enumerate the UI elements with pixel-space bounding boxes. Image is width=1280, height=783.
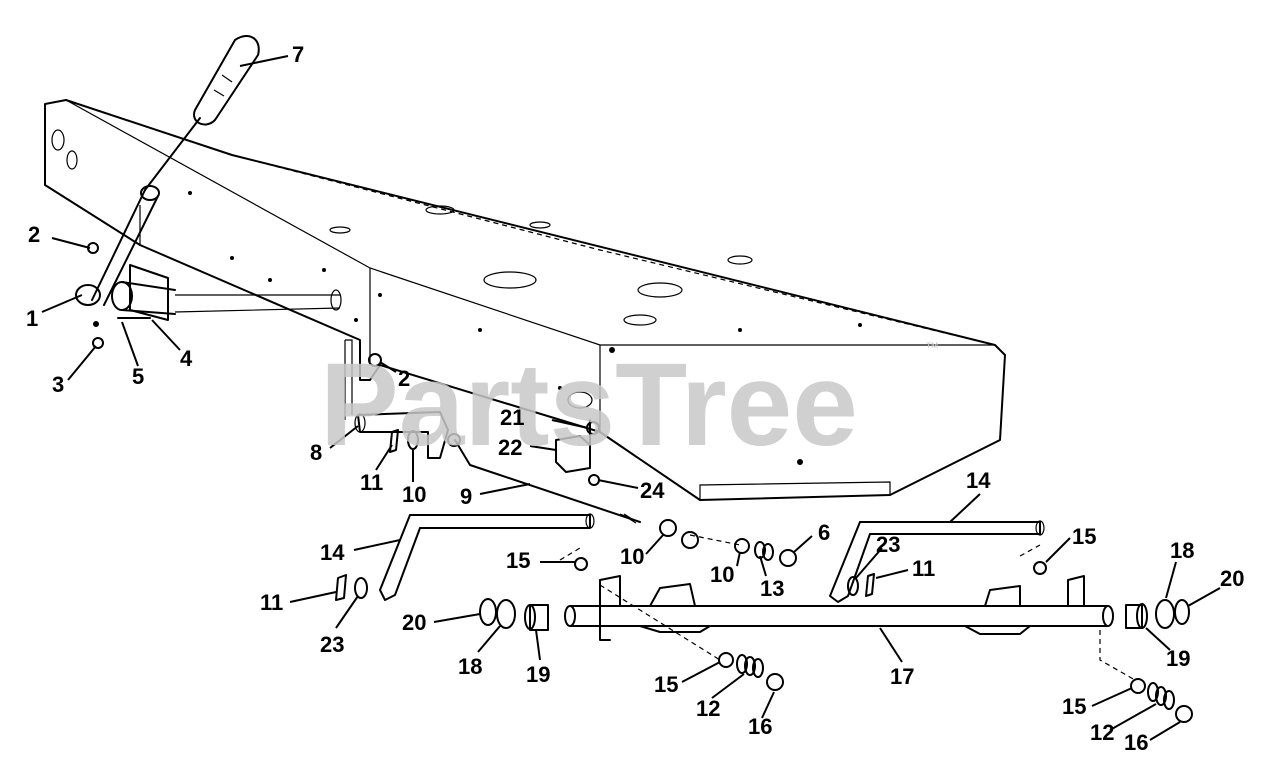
- clip-pin-right: [847, 573, 875, 597]
- callout-12[interactable]: 12: [696, 696, 720, 721]
- hardware-nuts: [87, 242, 382, 367]
- frame-assembly: [44, 99, 1006, 501]
- callout-17[interactable]: 17: [890, 664, 914, 689]
- lift-handle: [75, 35, 260, 306]
- lift-arm-left: [379, 513, 595, 601]
- callout-6[interactable]: 6: [818, 520, 830, 545]
- watermark-trademark: ™: [925, 339, 939, 355]
- callout-11[interactable]: 11: [360, 470, 383, 495]
- callout-5[interactable]: 5: [132, 364, 144, 389]
- callout-11[interactable]: 11: [912, 556, 935, 581]
- callout-10[interactable]: 10: [620, 544, 644, 569]
- callout-15[interactable]: 15: [506, 548, 530, 573]
- callout-7[interactable]: 7: [292, 42, 304, 67]
- callout-20[interactable]: 20: [1220, 566, 1244, 591]
- callout-19[interactable]: 19: [526, 662, 550, 687]
- pivot-tube: [93, 264, 342, 327]
- nut-stack-bottom-right: [1130, 678, 1193, 723]
- callout-8[interactable]: 8: [310, 440, 322, 465]
- callout-23[interactable]: 23: [876, 532, 900, 557]
- callout-11[interactable]: 11: [260, 590, 283, 615]
- bushing-left: [479, 598, 549, 631]
- adjustment-rod: [447, 433, 677, 537]
- callout-4[interactable]: 4: [180, 346, 193, 371]
- callout-2[interactable]: 2: [398, 366, 410, 391]
- callout-19[interactable]: 19: [1166, 646, 1190, 671]
- watermark-text: PartsTree: [320, 339, 858, 471]
- nut-stack-bottom-left: [718, 652, 784, 691]
- callout-16[interactable]: 16: [1124, 730, 1148, 755]
- callout-22[interactable]: 22: [498, 435, 522, 460]
- callout-16[interactable]: 16: [748, 714, 772, 739]
- mounting-bracket: [344, 339, 449, 459]
- callout-2[interactable]: 2: [28, 222, 40, 247]
- callout-23[interactable]: 23: [320, 632, 344, 657]
- callout-15[interactable]: 15: [1062, 694, 1086, 719]
- callout-21[interactable]: 21: [500, 405, 524, 430]
- callout-18[interactable]: 18: [458, 654, 482, 679]
- callout-1[interactable]: 1: [26, 306, 38, 331]
- callout-24[interactable]: 24: [640, 478, 665, 503]
- bushing-right: [1125, 599, 1190, 629]
- callout-14[interactable]: 14: [966, 468, 991, 493]
- callout-15[interactable]: 15: [1072, 524, 1096, 549]
- callout-18[interactable]: 18: [1170, 538, 1194, 563]
- callout-15[interactable]: 15: [654, 672, 678, 697]
- callout-9[interactable]: 9: [460, 484, 472, 509]
- callout-13[interactable]: 13: [760, 576, 784, 601]
- callout-12[interactable]: 12: [1090, 720, 1114, 745]
- callout-14[interactable]: 14: [320, 540, 345, 565]
- clip-pin-left: [335, 574, 368, 601]
- callout-labels: 7 2 1 3 5 4 2 8 11 10 9 21 22 24 10 10 1…: [26, 42, 1244, 755]
- callout-20[interactable]: 20: [402, 610, 426, 635]
- lift-arm-right: [829, 520, 1047, 603]
- callout-3[interactable]: 3: [52, 372, 64, 397]
- callout-10[interactable]: 10: [710, 562, 734, 587]
- watermark: PartsTree ™: [320, 339, 939, 471]
- cross-shaft: [564, 575, 1136, 681]
- callout-10[interactable]: 10: [402, 482, 426, 507]
- leader-lines: [41, 55, 1221, 741]
